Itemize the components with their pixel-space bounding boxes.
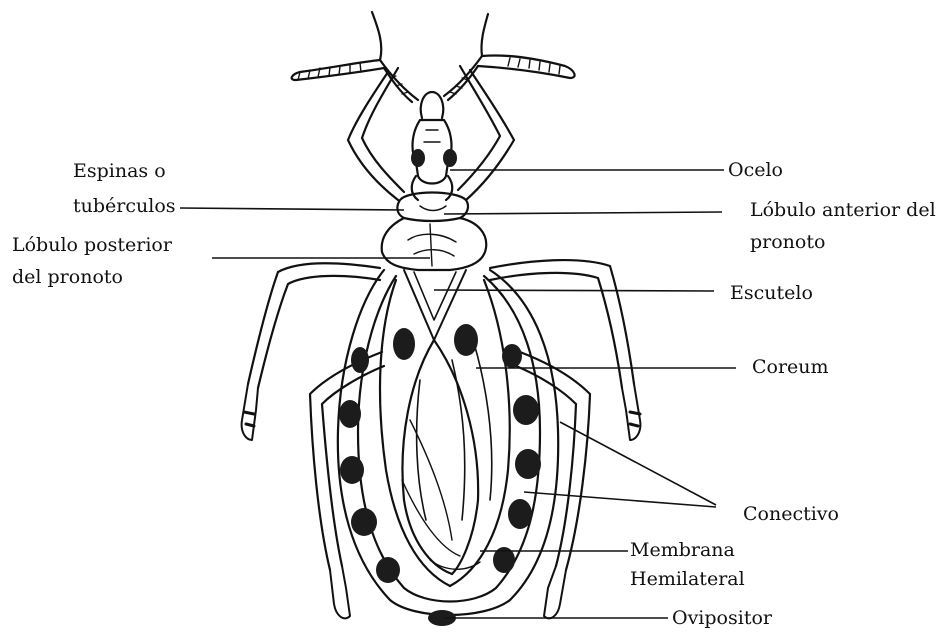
label-conectivo: Conectivo — [743, 501, 839, 527]
scutellum — [404, 270, 466, 340]
left-legs — [242, 263, 384, 618]
label-escutelo: Escutelo — [730, 280, 813, 306]
label-lobulo-anterior-line1: Lóbulo anterior del — [750, 197, 936, 223]
label-espinas-line2: tubérculos — [73, 193, 176, 219]
label-ovipositor: Ovipositor — [672, 605, 772, 631]
hemelytra — [380, 280, 510, 586]
label-lobulo-posterior-line2: del pronoto — [12, 264, 123, 290]
right-antenna — [444, 14, 575, 100]
label-coreum: Coreum — [752, 354, 829, 380]
forelegs — [348, 66, 514, 200]
label-membrana-line1: Membrana — [630, 537, 735, 563]
label-lobulo-posterior-line1: Lóbulo posterior — [12, 232, 172, 258]
label-espinas-line1: Espinas o — [73, 158, 166, 184]
head — [412, 92, 453, 200]
label-ocelo: Ocelo — [728, 157, 783, 183]
label-membrana-line2: Hemilateral — [630, 566, 745, 592]
abdomen — [338, 270, 558, 615]
label-lobulo-anterior-line2: pronoto — [750, 229, 825, 255]
left-antenna — [292, 12, 418, 102]
